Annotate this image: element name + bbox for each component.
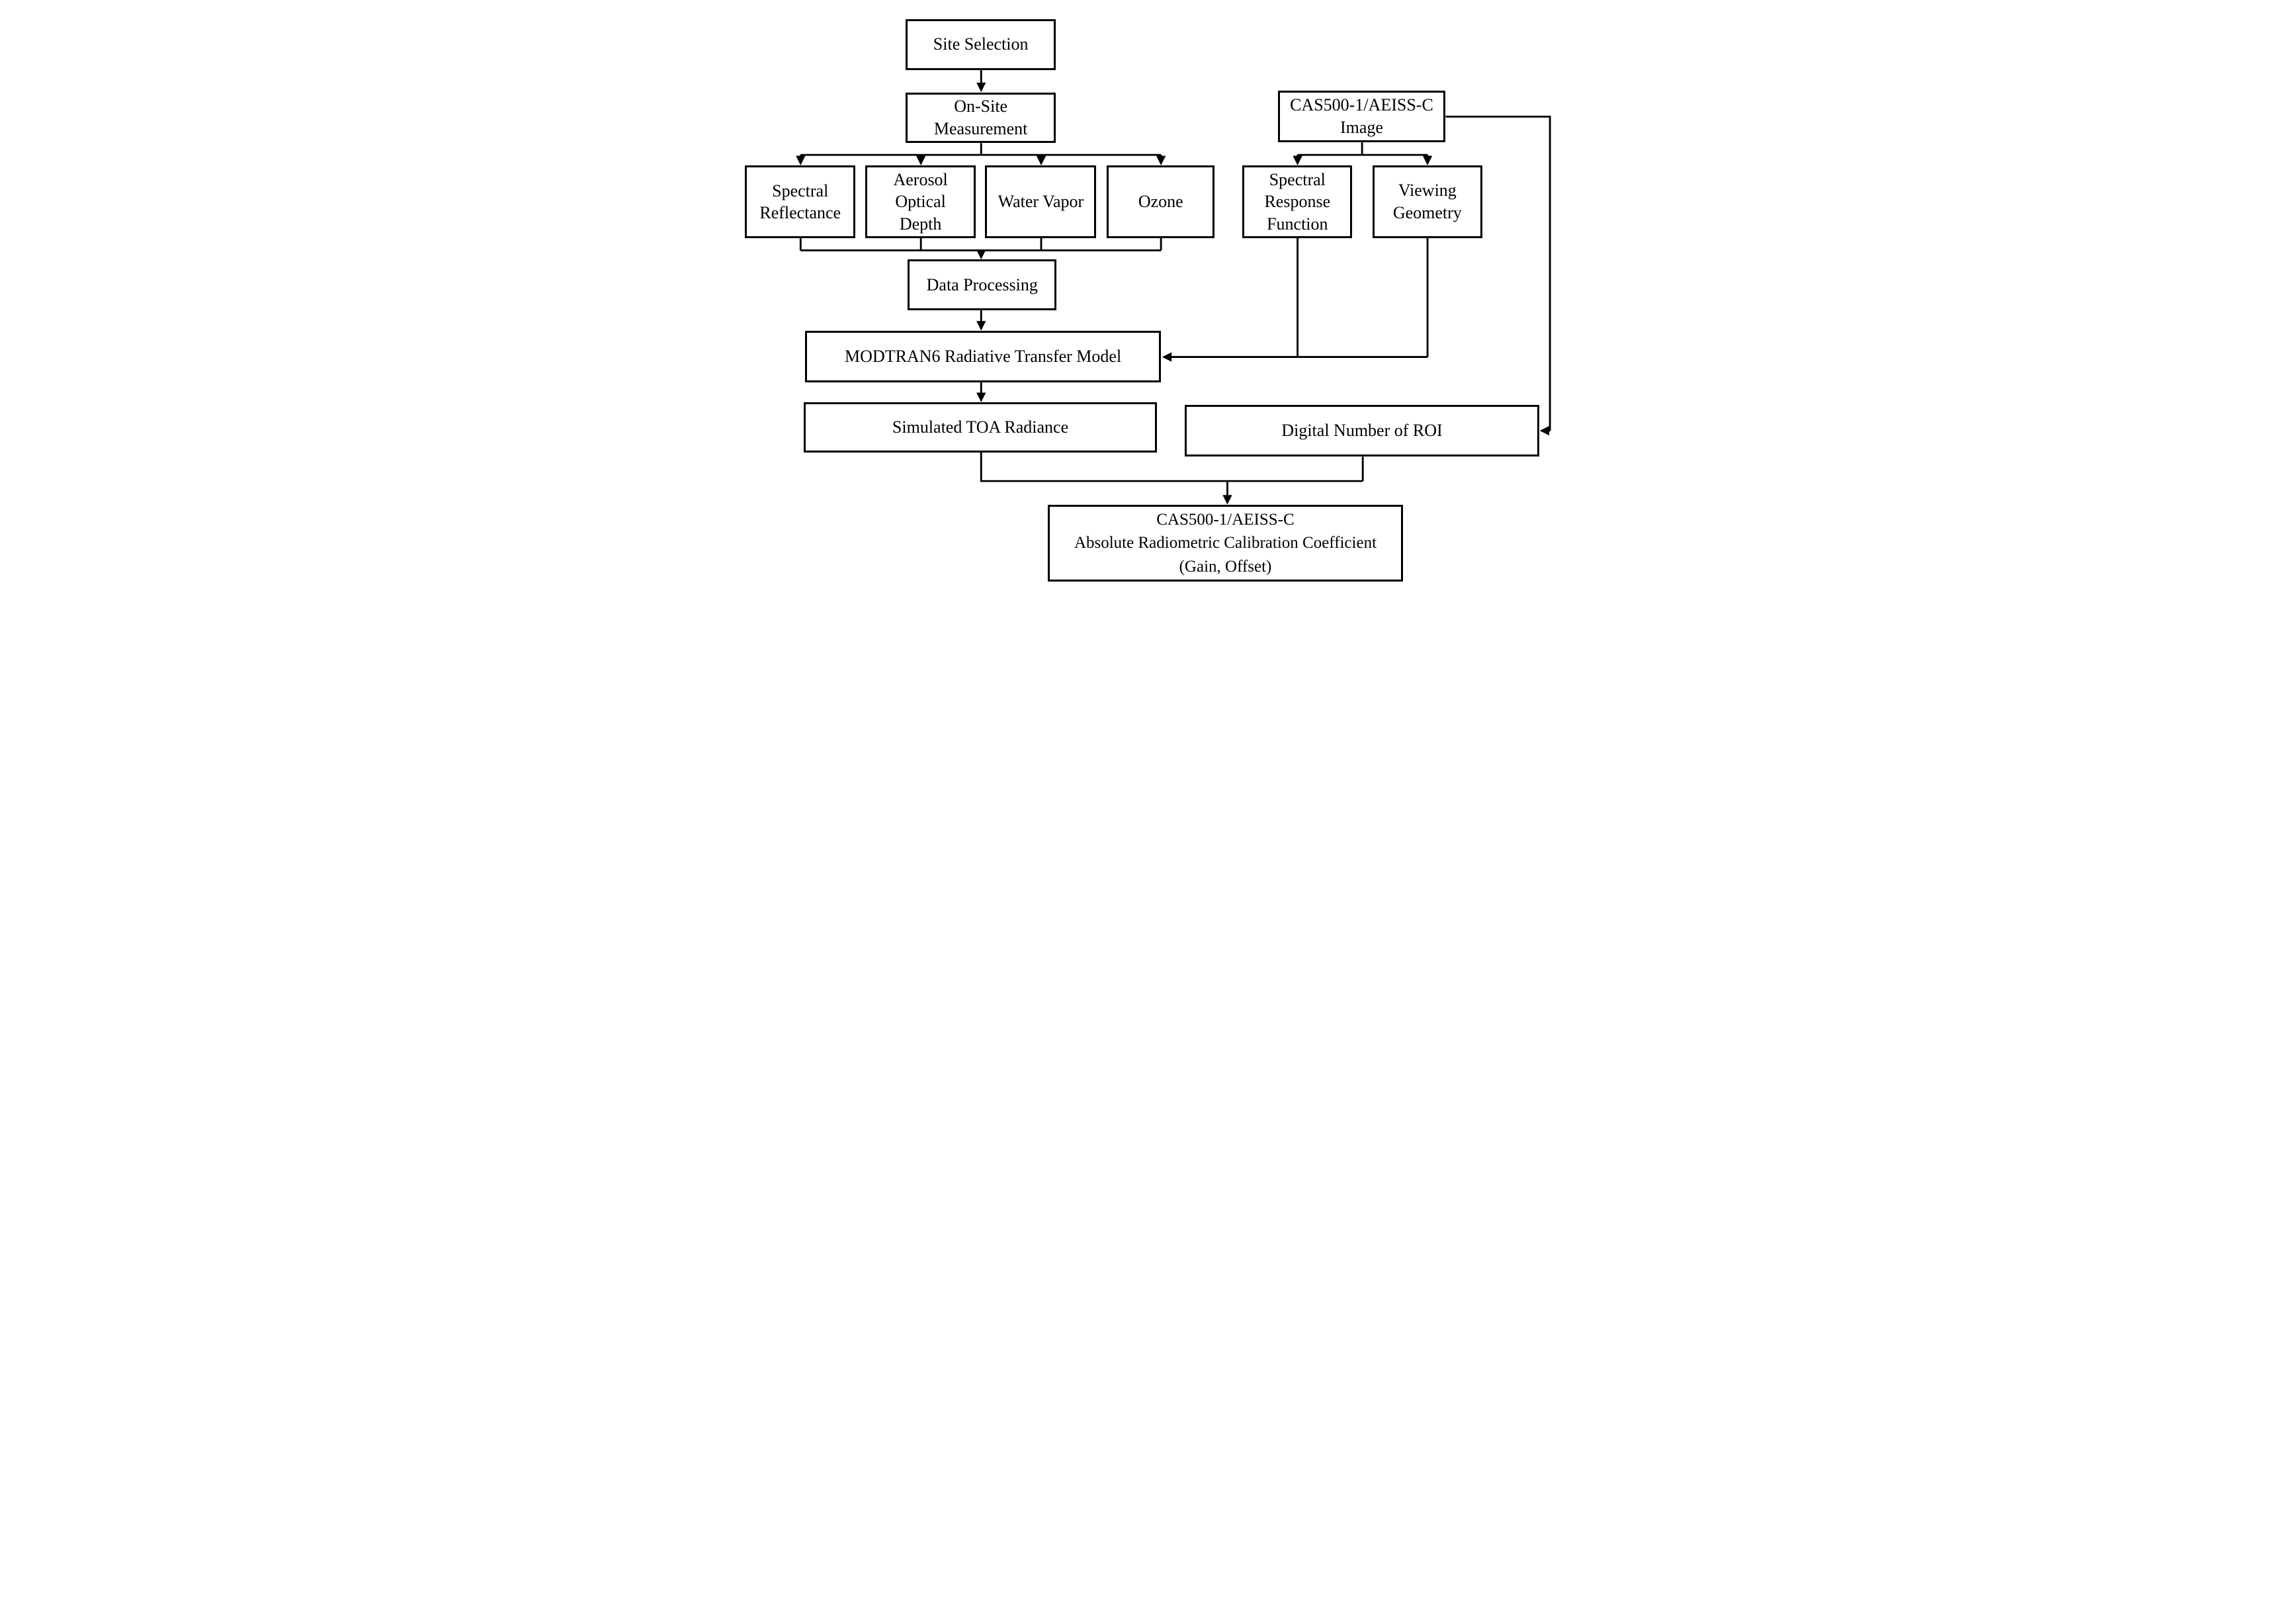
connector-layer — [795, 69, 1551, 505]
wire-toa-down — [980, 452, 1363, 482]
node-simulated-toa-radiance: Simulated TOA Radiance — [803, 402, 1158, 453]
node-data-processing: Data Processing — [908, 259, 1057, 310]
wire-cas-right-route — [1445, 115, 1551, 431]
node-modtran6-radiative-transfer-model: MODTRAN6 Radiative Transfer Model — [805, 330, 1161, 383]
node-digital-number-of-roi: Digital Number of ROI — [1185, 405, 1539, 457]
node-water-vapor: Water Vapor — [985, 165, 1097, 238]
node-site-selection: Site Selection — [906, 19, 1056, 70]
node-ozone: Ozone — [1107, 165, 1215, 238]
